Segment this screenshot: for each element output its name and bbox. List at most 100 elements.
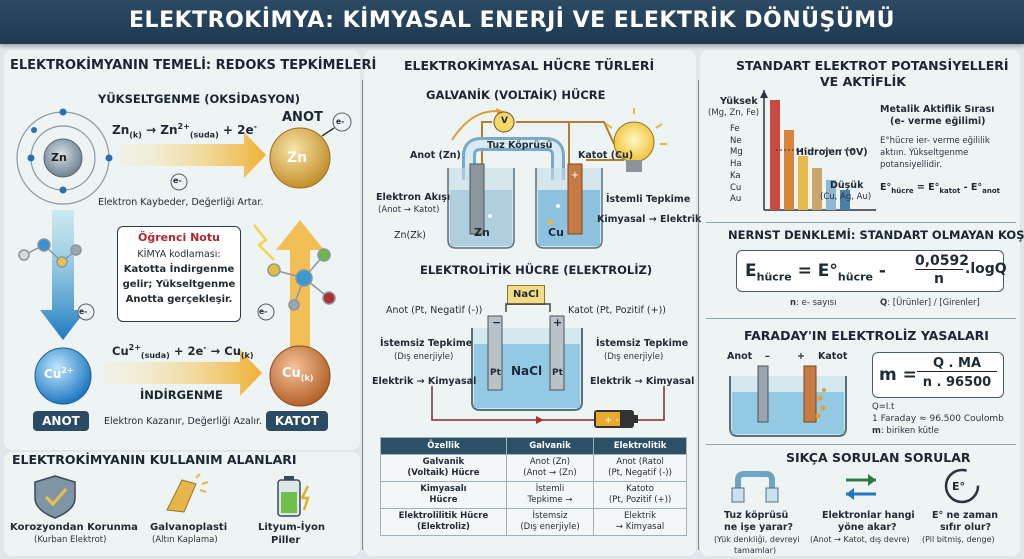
elec-to-chem-right: Elektrik → Kimyasal	[590, 376, 695, 387]
cells-heading: ELEKTROKİMYASAL HÜCRE TÜRLERİ	[404, 58, 655, 73]
note-line3: gelir; Yükseltgenme	[122, 279, 236, 290]
gold-plating-icon	[166, 473, 209, 513]
potentials-heading-2: VE AKTİFLİK	[820, 74, 906, 89]
electrolytic-title: ELEKTROLİTİK HÜCRE (ELEKTROLİZ)	[420, 263, 653, 277]
anode-top-label: ANOT	[282, 110, 323, 125]
electron-left-label: e-	[79, 307, 88, 316]
cu-ball-icon	[269, 345, 331, 407]
faq-1-q1: Tuz köprüsü	[724, 510, 789, 521]
high-sub: (Mg, Zn, Fe)	[708, 108, 760, 118]
separator	[706, 318, 1016, 319]
faq-icons	[731, 468, 980, 504]
spontaneous-label: İstemli Tepkime	[606, 194, 691, 205]
faraday-cathode: Katot	[818, 351, 848, 362]
pt-left-label: Pt	[490, 368, 501, 378]
reduction-note: Elektron Kazanır, Değerliği Azalır.	[104, 416, 263, 427]
zn-atom-icon	[16, 108, 113, 205]
svg-text:+ -: + -	[604, 415, 620, 426]
voltmeter-label: V	[501, 116, 508, 126]
redox-heading: ELEKTROKİMYANIN TEMELİ: REDOKS TEPKİMELE…	[10, 58, 377, 73]
down-arrow-icon	[40, 210, 86, 340]
cathode-badge: KATOT	[266, 411, 328, 431]
table-header-electrolytic: Elektrolitik	[593, 437, 687, 455]
electron-label: e-	[173, 176, 182, 185]
molecule-right-icon	[267, 248, 336, 311]
nernst-rhs: .logQ	[965, 261, 1007, 277]
faraday-anode-electrode-icon	[757, 365, 769, 423]
zn-ball-label: Zn	[287, 150, 308, 166]
potential-bar-chart	[760, 90, 876, 211]
salt-bridge-label: Tuz Köprüsü	[487, 140, 553, 151]
title-bar: ELEKTROKİMYA: KİMYASAL ENERJİ VE ELEKTRİ…	[0, 0, 1024, 44]
arrows-exchange-icon	[846, 474, 876, 500]
faq-2-q2: yöne akar?	[838, 522, 897, 533]
faraday-formula-box: m = Q . MA n . 96500	[872, 352, 1004, 398]
divider	[362, 80, 363, 550]
electron-icon	[170, 173, 188, 191]
faraday-const: 1 Faraday ≈ 96.500 Coulomb	[872, 414, 1004, 424]
electrolytic-cell-diagram: + -	[431, 303, 665, 428]
series-title-1: Metalik Aktiflik Sırası	[880, 104, 995, 115]
nernst-heading: NERNST DENKLEMİ: STANDART OLMAYAN KOŞULL…	[728, 228, 1024, 242]
separator	[706, 222, 1016, 223]
faraday-minus: –	[765, 351, 770, 362]
comparison-table: Özellik Galvanik Elektrolitik Galvanik(V…	[380, 437, 687, 536]
nonspont-right-2: (Dış enerjiyle)	[604, 352, 664, 362]
salt-bridge-faq-icon	[731, 471, 779, 503]
cu-electrode-label: Cu	[548, 226, 564, 239]
cu-ball-label: Cu(k)	[282, 366, 314, 383]
electron-flow-sub: (Anot → Katot)	[378, 205, 440, 215]
battery-icon	[277, 476, 310, 517]
potential-desc-2: aktıın. Yükseltgenme	[880, 148, 969, 158]
zn-electrode-icon	[469, 163, 485, 235]
zn-electrode-label: Zn	[474, 226, 490, 239]
chem-to-elec-label: Kimyasal → Elektrik	[597, 214, 702, 225]
note-line4: Anotta gerçekleşir.	[125, 294, 233, 305]
voltmeter-icon	[493, 111, 515, 133]
faraday-num: Q . MA	[917, 356, 997, 372]
e-zero-icon-label: E°	[952, 480, 966, 493]
student-note: Öğrenci Notu KİMYA kodlaması: Katotta İn…	[117, 226, 241, 322]
zn-ball-icon	[269, 127, 331, 189]
high-label: Yüksek	[720, 96, 758, 107]
table-row: Elektrolilitik Hücre(Elektroliz) İstemsi…	[380, 508, 687, 536]
electrolytic-cathode-label: Katot (Pt, Pozitif (+))	[568, 305, 667, 316]
separator	[706, 444, 1016, 445]
note-title: Öğrenci Notu	[138, 231, 220, 244]
galvanic-cell-diagram: +	[447, 108, 667, 249]
zn-atom-label: Zn	[51, 151, 67, 164]
cu-ion-icon	[34, 347, 92, 405]
reduction-label: İNDİRGENME	[140, 388, 223, 402]
electron-right-label: e-	[259, 307, 268, 316]
anode-badge: ANOT	[33, 411, 89, 431]
use-2-sub: (Altın Kaplama)	[152, 535, 218, 545]
electron-flow-label: Elektron Akışı	[376, 192, 451, 203]
redox-illustration	[16, 108, 352, 407]
use-2-title: Galvanoplasti	[150, 522, 228, 533]
nernst-box: Ehücre = E°hücre - 0,0592 n .logQ	[736, 250, 1007, 292]
e-cycle-icon	[944, 468, 980, 504]
faraday-heading: FARADAY'IN ELEKTROLİZ YASALARI	[744, 328, 989, 343]
cu-electrode-icon	[567, 163, 583, 235]
faq-3-a1: (Pil bitmiş, denge)	[922, 535, 995, 544]
faraday-cell-diagram	[729, 365, 847, 437]
electron-out-label: e-	[336, 117, 345, 126]
potential-desc-1: E°hücre ier- verme eğililik	[880, 136, 990, 146]
faq-1-a1: (Yük denkliği, devreyi	[714, 535, 800, 544]
galvanic-title: GALVANİK (VOLTAİK) HÜCRE	[426, 88, 606, 102]
faraday-q-def: Q=I.t	[872, 402, 895, 412]
page-title: ELEKTROKİMYA: KİMYASAL ENERJİ VE ELEKTRİ…	[129, 8, 895, 33]
series-title-2: (e- verme eğilimi)	[890, 116, 986, 127]
table-header-feature: Özellik	[380, 437, 507, 455]
molecule-icon	[18, 238, 82, 268]
reduction-arrow-icon	[104, 350, 262, 396]
galvanic-anode-label: Anot (Zn)	[410, 150, 461, 161]
table-row: Galvanik(Voltaik) Hücre Anot (Zn)(Anot →…	[380, 454, 687, 482]
table-header-galvanic: Galvanik	[505, 437, 595, 455]
electrolytic-anode-label: Anot (Pt, Negatif (-))	[386, 305, 483, 316]
svg-text:+: +	[571, 170, 579, 181]
bar-2	[784, 130, 794, 210]
divider	[698, 80, 699, 550]
low-sub: (Cu, Ag, Au)	[820, 192, 872, 202]
